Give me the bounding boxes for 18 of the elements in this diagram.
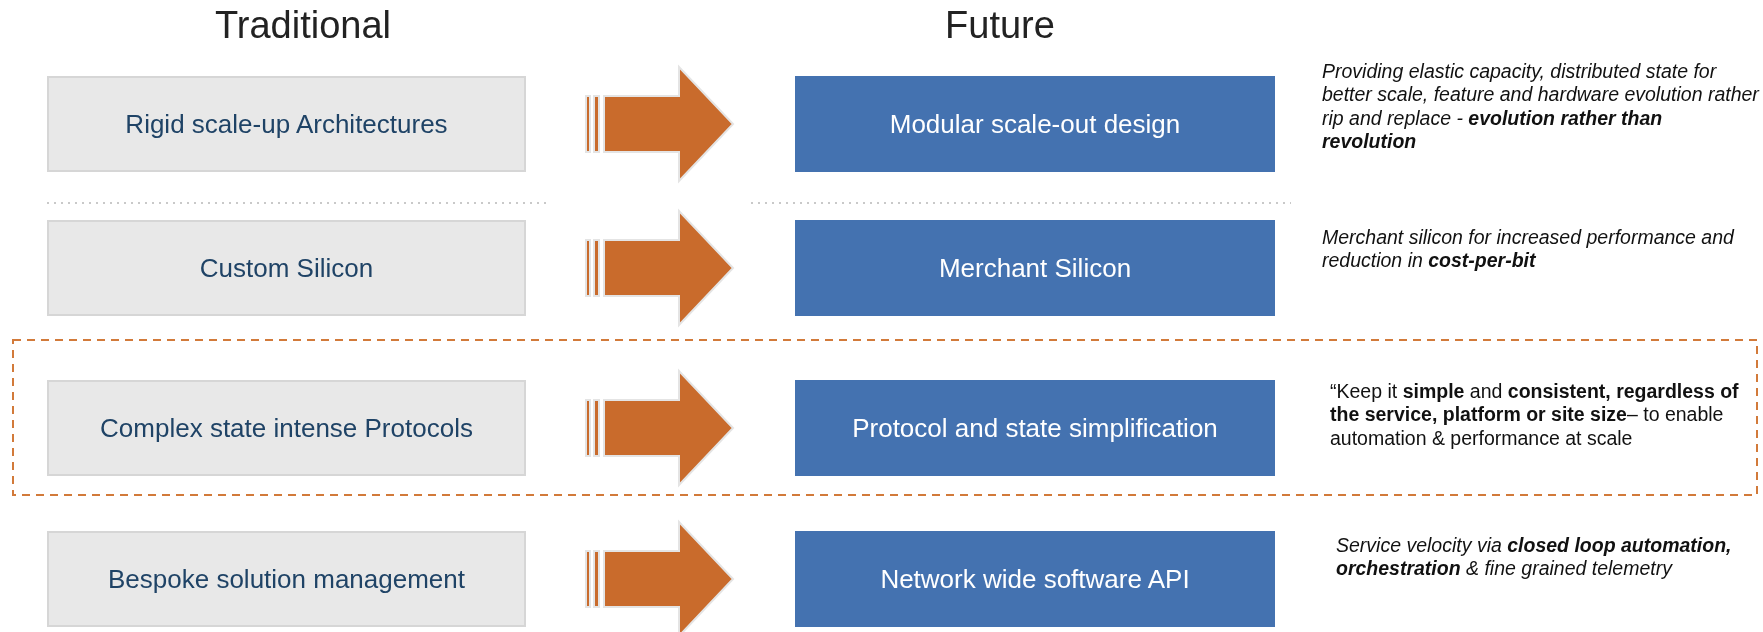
description-text: Providing elastic capacity, distributed state for better scale, feature and hardware evolution rather rip and replace - evolution rather than revolution — [1322, 60, 1760, 154]
description-text: “Keep it simple and consistent, regardless of the service, platform or site size– to enable automation & performance at scale — [1330, 380, 1740, 451]
future-box: Network wide software API — [795, 531, 1275, 627]
traditional-box: Bespoke solution management — [47, 531, 526, 627]
column-heading: Future — [945, 4, 1055, 47]
block-arrow — [585, 368, 735, 488]
future-box: Protocol and state simplification — [795, 380, 1275, 476]
traditional-box: Custom Silicon — [47, 220, 526, 316]
block-arrow — [585, 208, 735, 328]
future-box: Merchant Silicon — [795, 220, 1275, 316]
block-arrow — [585, 64, 735, 184]
future-box: Modular scale-out design — [795, 76, 1275, 172]
block-arrow — [585, 519, 735, 632]
column-heading: Traditional — [215, 4, 391, 47]
traditional-box: Complex state intense Protocols — [47, 380, 526, 476]
traditional-box: Rigid scale-up Architectures — [47, 76, 526, 172]
description-text: Service velocity via closed loop automation, orchestration & fine grained telemetry — [1336, 534, 1733, 581]
description-text: Merchant silicon for increased performance and reduction in cost-per-bit — [1322, 226, 1736, 273]
